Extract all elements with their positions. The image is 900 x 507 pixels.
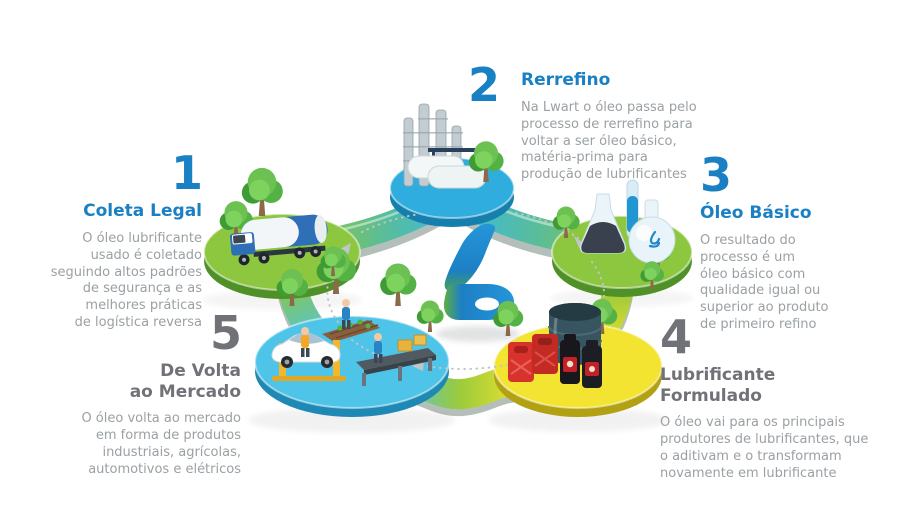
garden-bed-icon [322, 319, 380, 342]
lubricant-bottle-icon [560, 334, 602, 388]
step-title: De Volta ao Mercado [129, 361, 241, 402]
step-title: Coleta Legal [83, 201, 202, 221]
worker-icon [301, 299, 383, 363]
step-coleta-legal: 1 Coleta Legal O óleo lubrificante usado… [28, 146, 203, 332]
step-description: O óleo vai para os principais produtores… [660, 415, 869, 482]
step-oleo-basico: 3 Óleo Básico O resultado do processo é … [700, 152, 880, 334]
step-number: 5 [209, 306, 242, 360]
step-number: 4 [660, 310, 692, 364]
step-description: Na Lwart o óleo passa pelo processo de r… [521, 99, 697, 183]
truck-icon [229, 214, 328, 266]
step-rerrefino: 2 Rerrefino Na Lwart o óleo passa pelo p… [468, 62, 697, 184]
refinery-icon [403, 103, 504, 189]
step-number: 3 [700, 148, 732, 202]
step-title: Óleo Básico [700, 203, 812, 223]
step-description: O resultado do processo é um óleo básico… [700, 232, 829, 333]
step-title: Lubrificante Formulado [660, 365, 776, 406]
conveyor-icon [356, 334, 436, 386]
lwart-logo [436, 223, 520, 342]
step-number: 2 [468, 58, 500, 112]
flasks-icon [552, 179, 676, 268]
market-scene [271, 247, 444, 386]
step-de-volta-ao-mercado: 5 De Volta ao Mercado O óleo volta ao me… [55, 306, 242, 479]
collection-scene [219, 167, 328, 266]
jerry-can-icon [508, 334, 558, 382]
step-description: O óleo lubrificante usado é coletado seg… [50, 230, 202, 331]
step-title: Rerrefino [521, 70, 611, 90]
step-description: O óleo volta ao mercado em forma de prod… [81, 411, 241, 478]
step-lubrificante-formulado: 4 Lubrificante Formulado O óleo vai para… [660, 314, 878, 483]
oil-products-scene [493, 298, 618, 388]
step-number: 1 [170, 146, 203, 200]
